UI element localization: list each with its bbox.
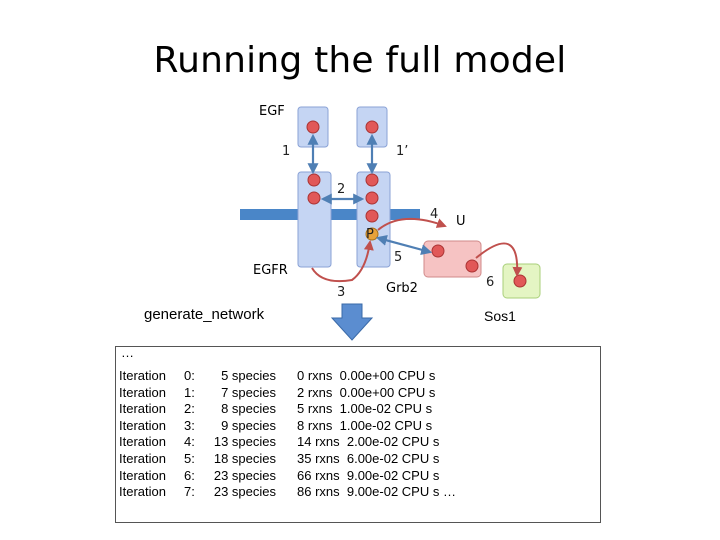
egf-label: EGF — [259, 104, 285, 119]
log-reactions-cpu: 14 rxns 2.00e-02 CPU s — [297, 434, 440, 450]
arrow-step-3 — [311, 240, 374, 283]
log-species-count: 18 species — [213, 450, 276, 466]
log-species-count: 8 species — [221, 401, 276, 417]
arrow-step-6 — [475, 242, 523, 277]
step-6-label: 6 — [486, 275, 494, 290]
log-iteration-word: Iteration — [119, 450, 166, 466]
egf-site-right — [365, 120, 379, 134]
arrow-step-4 — [377, 217, 447, 231]
log-species-count: 23 species — [213, 484, 276, 500]
unphospho-label: U — [456, 214, 466, 229]
arrow-step-5 — [375, 234, 433, 256]
log-reactions-cpu: 8 rxns 1.00e-02 CPU s — [297, 417, 433, 433]
log-reactions-cpu: 35 rxns 6.00e-02 CPU s — [297, 450, 440, 466]
log-iteration-index: 6: — [184, 467, 195, 483]
network-generation-log: … Iteration Iteration Iteration Iteratio… — [115, 345, 601, 523]
step-3-label: 3 — [337, 285, 345, 300]
log-iteration-index: 5: — [184, 450, 195, 466]
log-species-count: 7 species — [221, 384, 276, 400]
log-iteration-index: 7: — [184, 484, 195, 500]
egfr-right-site-3 — [365, 209, 379, 223]
sos1-site — [513, 274, 527, 288]
log-iteration-word: Iteration — [119, 467, 166, 483]
log-reactions-cpu: 0 rxns 0.00e+00 CPU s — [297, 368, 436, 383]
log-iteration-word: Iteration — [119, 484, 166, 500]
down-arrow-icon — [330, 303, 374, 341]
log-column-species: 5 species 7 species 8 species 9 species … — [210, 368, 276, 501]
log-species-count: 13 species — [213, 434, 276, 450]
log-iteration-word: Iteration — [119, 401, 166, 417]
egfr-right-site-2 — [365, 191, 379, 205]
slide-title: Running the full model — [153, 40, 567, 81]
log-iteration-word: Iteration — [119, 384, 166, 400]
log-iteration-index: 2: — [184, 401, 195, 417]
log-iteration-index: 4: — [184, 434, 195, 450]
step-2-label: 2 — [337, 182, 345, 197]
log-reactions-cpu: 86 rxns 9.00e-02 CPU s … — [297, 484, 456, 500]
egfr-left-site-1 — [307, 173, 321, 187]
sos1-label: Sos1 — [484, 308, 516, 324]
egfr-label: EGFR — [253, 263, 288, 278]
grb2-label: Grb2 — [386, 281, 418, 296]
log-iteration-word: Iteration — [119, 434, 166, 450]
egfr-left-site-2 — [307, 191, 321, 205]
grb2-site-1 — [431, 244, 445, 258]
log-species-count: 5 species — [221, 368, 276, 383]
log-species-count: 23 species — [213, 467, 276, 483]
log-iteration-index: 1: — [184, 384, 195, 400]
log-iteration-index: 3: — [184, 417, 195, 433]
log-column-reactions: 0 rxns 0.00e+00 CPU s 2 rxns 0.00e+00 CP… — [297, 368, 456, 501]
log-species-count: 9 species — [221, 417, 276, 433]
generate-network-label: generate_network — [144, 306, 265, 323]
phospho-site — [365, 227, 379, 241]
log-column-iteration: Iteration Iteration Iteration Iteration … — [119, 368, 166, 501]
grb2-site-2 — [465, 259, 479, 273]
egf-site-left — [306, 120, 320, 134]
step-1-label: 1 — [282, 144, 290, 159]
log-reactions-cpu: 66 rxns 9.00e-02 CPU s — [297, 467, 440, 483]
egfr-right-site-1 — [365, 173, 379, 187]
log-ellipsis: … — [121, 345, 134, 360]
step-1-prime-label: 1’ — [396, 144, 408, 159]
log-iteration-word: Iteration — [119, 368, 166, 383]
log-iteration-word: Iteration — [119, 417, 166, 433]
log-reactions-cpu: 5 rxns 1.00e-02 CPU s — [297, 401, 433, 417]
log-column-index: 0: 1: 2: 3: 4: 5: 6: 7: — [184, 368, 195, 501]
phospho-label: P — [366, 227, 374, 242]
log-reactions-cpu: 2 rxns 0.00e+00 CPU s — [297, 384, 436, 400]
step-5-label: 5 — [394, 250, 402, 265]
log-iteration-index: 0: — [184, 368, 195, 383]
step-4-label: 4 — [430, 207, 438, 222]
